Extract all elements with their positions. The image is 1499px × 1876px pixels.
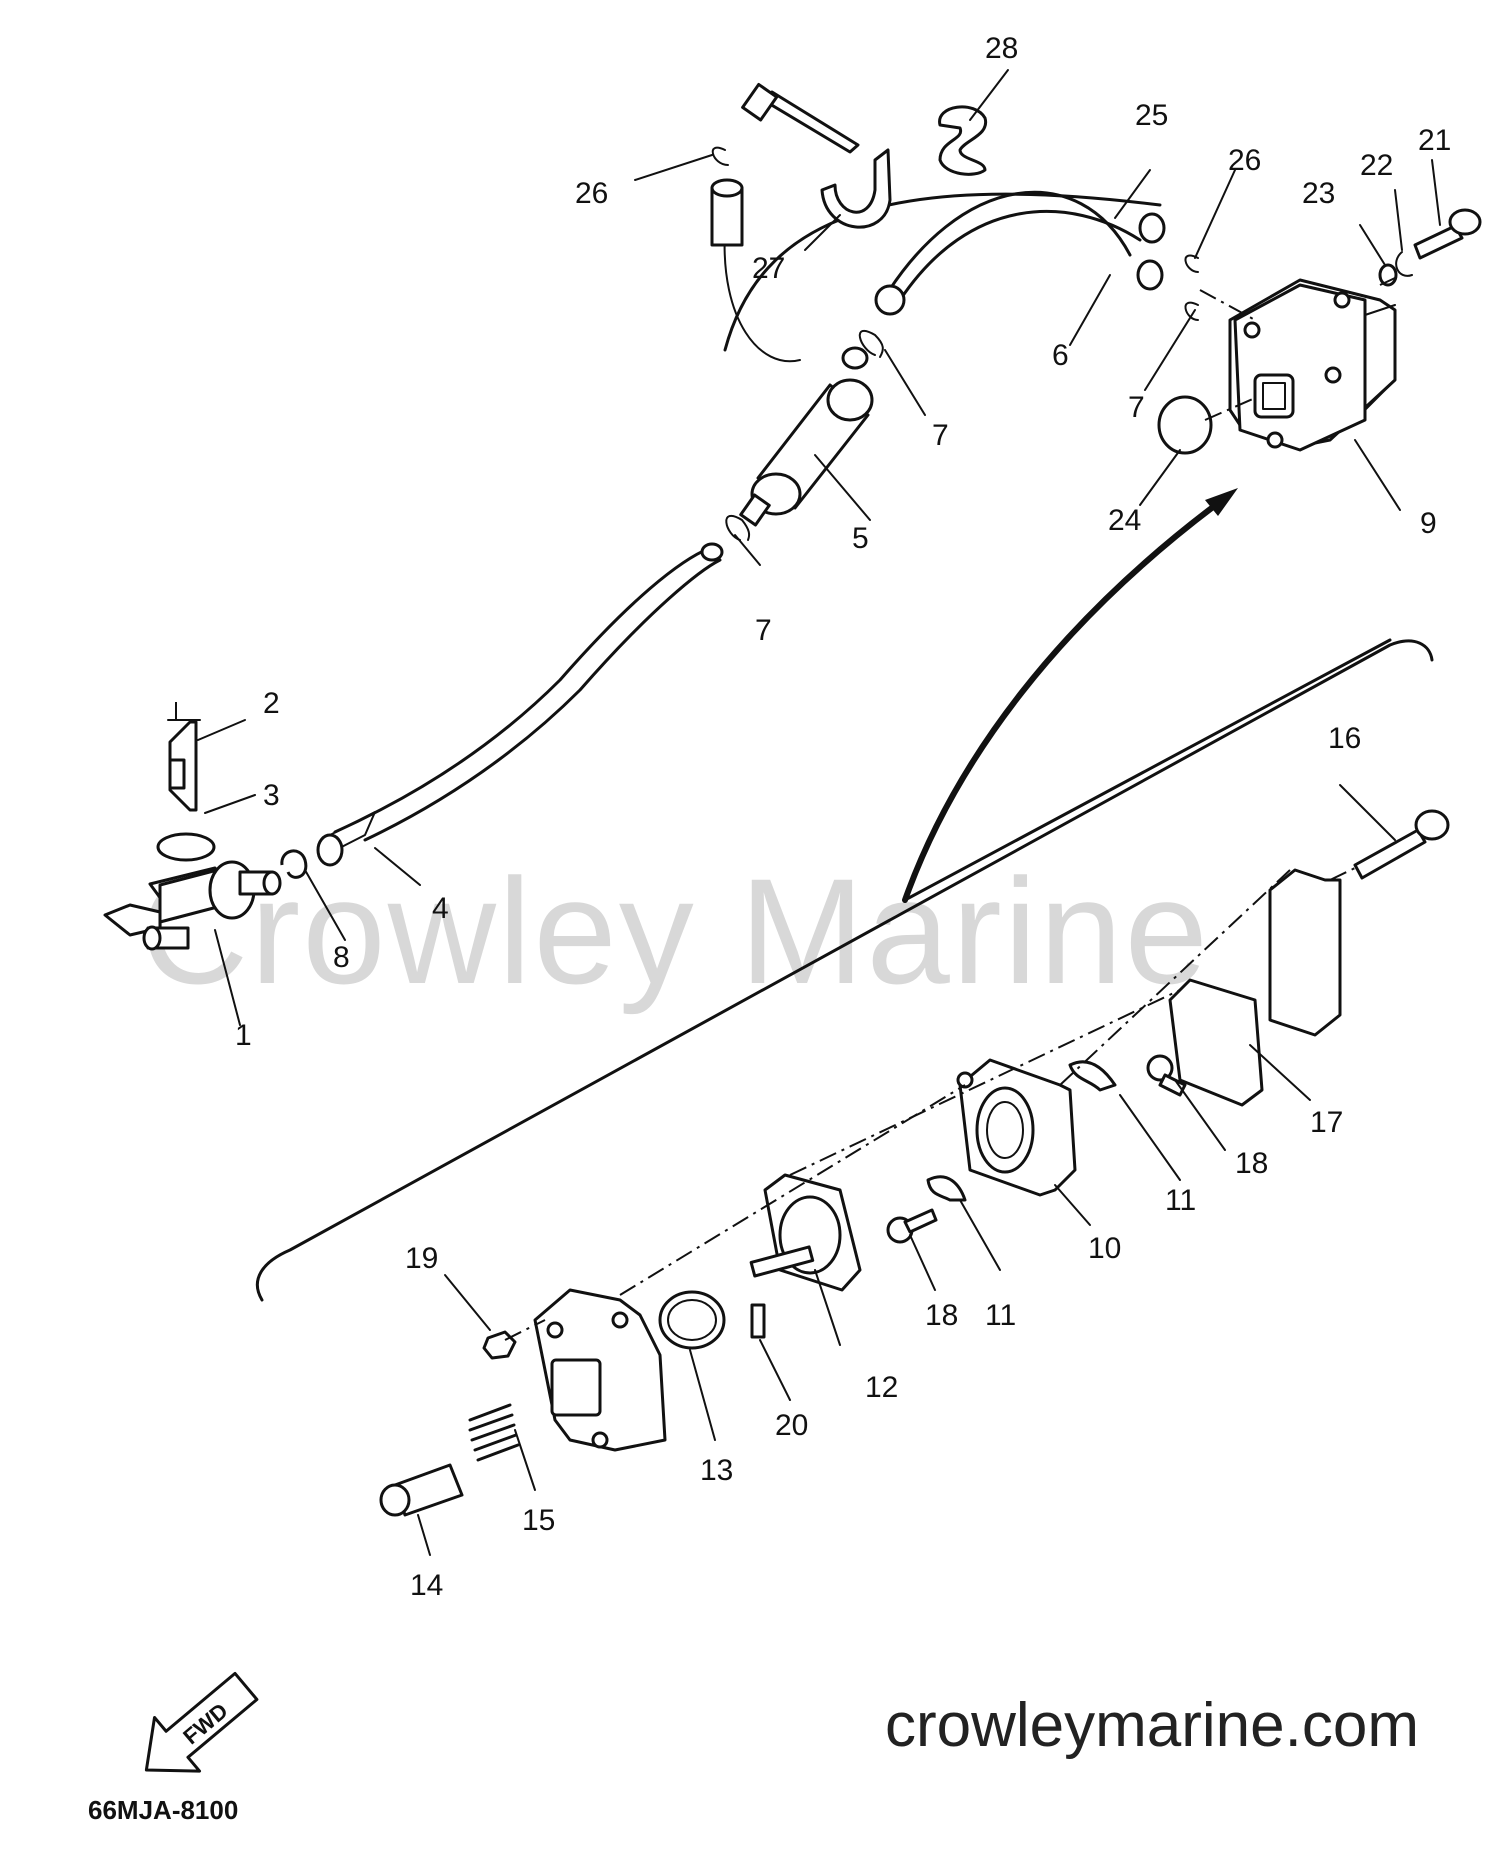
enlargement-pointer-line-2: [903, 638, 1392, 902]
assembly-line-5: [504, 1319, 546, 1341]
clip-28: [938, 105, 988, 176]
fuel-filter-5: [739, 346, 874, 527]
leader-lines: [197, 69, 1441, 1556]
plunger-14: [379, 1463, 464, 1517]
assembly-line-4: [1329, 867, 1356, 881]
callout-13: 13: [700, 1454, 733, 1487]
gasket-17: [1168, 978, 1264, 1107]
check-valve-11-lower: [926, 1175, 967, 1202]
callout-22: 22: [1360, 149, 1393, 182]
fwd-arrow: FWD: [144, 1671, 259, 1773]
callout-9: 9: [1420, 507, 1437, 540]
hose-4-line-b: [363, 558, 722, 842]
assembly-line-6: [1204, 397, 1256, 421]
assembly-line-3: [1059, 869, 1291, 1086]
callout-26-left: 26: [575, 177, 608, 210]
callout-23: 23: [1302, 177, 1335, 210]
callout-21: 21: [1418, 124, 1451, 157]
enlargement-arrowhead: [1205, 488, 1238, 516]
callout-5: 5: [852, 522, 869, 555]
screw-21: [1413, 208, 1482, 260]
fuel-pump-9: [1228, 278, 1397, 452]
assembly-line-2: [789, 989, 1181, 1176]
callout-10: 10: [1088, 1232, 1121, 1265]
hose-6-end-b: [1136, 259, 1164, 291]
callout-27: 27: [752, 252, 785, 285]
diagram-code: 66MJA-8100: [88, 1795, 239, 1825]
callout-7-lower: 7: [755, 614, 772, 647]
hose-6-b: [898, 209, 1142, 302]
clip-7-right: [1184, 301, 1199, 321]
assembly-line-1: [619, 1084, 966, 1296]
nut-19: [482, 1330, 517, 1360]
callout-11-lower: 11: [985, 1299, 1016, 1332]
hose-4-line-a: [333, 546, 712, 834]
check-valve-11-upper: [1068, 1060, 1117, 1092]
callout-25: 25: [1135, 99, 1168, 132]
hose-6-end: [874, 284, 906, 316]
assembly-line-7: [1199, 289, 1256, 321]
o-ring-24: [1157, 395, 1213, 455]
callout-16: 16: [1328, 722, 1361, 755]
callout-1: 1: [235, 1019, 252, 1052]
clip-7-upper: [858, 329, 884, 358]
pump-body-10: [956, 1058, 1077, 1197]
fuel-joint-assembly: [103, 719, 282, 951]
clamp-27: [741, 82, 892, 229]
hose-6: [878, 190, 1132, 307]
hose-25-b: [723, 229, 801, 363]
callout-labels: 1 2 3 4 5 6 7 7 7 8 9 10 11 11 12 13 14 …: [235, 32, 1451, 1602]
callout-24: 24: [1108, 504, 1141, 537]
callout-15: 15: [522, 1504, 555, 1537]
hose-4-end: [316, 833, 344, 867]
pin-20: [750, 1303, 766, 1339]
callout-3: 3: [263, 779, 280, 812]
clip-26-left: [711, 146, 729, 166]
callout-4: 4: [432, 892, 449, 925]
spring-13: [658, 1290, 726, 1350]
callout-20: 20: [775, 1409, 808, 1442]
callout-11-upper: 11: [1165, 1184, 1196, 1217]
clip-7-lower: [725, 514, 751, 541]
callout-8: 8: [333, 941, 350, 974]
callout-14: 14: [410, 1569, 443, 1602]
diaphragm-12: [749, 1173, 862, 1292]
website-url: crowleymarine.com: [884, 1691, 1419, 1760]
callout-7-right: 7: [1128, 391, 1145, 424]
callout-28: 28: [985, 32, 1018, 65]
spring-15: [468, 1403, 520, 1462]
callout-12: 12: [865, 1371, 898, 1404]
callout-26-right: 26: [1228, 144, 1261, 177]
callout-2: 2: [263, 687, 280, 720]
hose-25-end: [1138, 212, 1166, 244]
hose-4-end-b: [700, 542, 724, 562]
enlargement-pointer-line: [902, 495, 1228, 903]
bolt-16: [1353, 809, 1450, 880]
callout-19: 19: [405, 1242, 438, 1275]
callout-17: 17: [1310, 1106, 1343, 1139]
screw-18-upper: [1146, 1054, 1187, 1097]
callout-18-upper: 18: [1235, 1147, 1268, 1180]
watermark: Crowley Marine: [140, 847, 1210, 1015]
screw-18-lower: [886, 1208, 938, 1244]
clip-26-right: [1184, 254, 1199, 273]
callout-7-upper: 7: [932, 419, 949, 452]
lockwasher-22: [1395, 251, 1413, 277]
clip-8: [280, 849, 308, 879]
assembly-line-8: [1379, 277, 1396, 286]
cover-17: [1268, 868, 1342, 1037]
enlargement-outline: [255, 639, 1434, 1302]
callout-18-lower: 18: [925, 1299, 958, 1332]
pump-cover: [533, 1288, 667, 1452]
callout-6: 6: [1052, 339, 1069, 372]
